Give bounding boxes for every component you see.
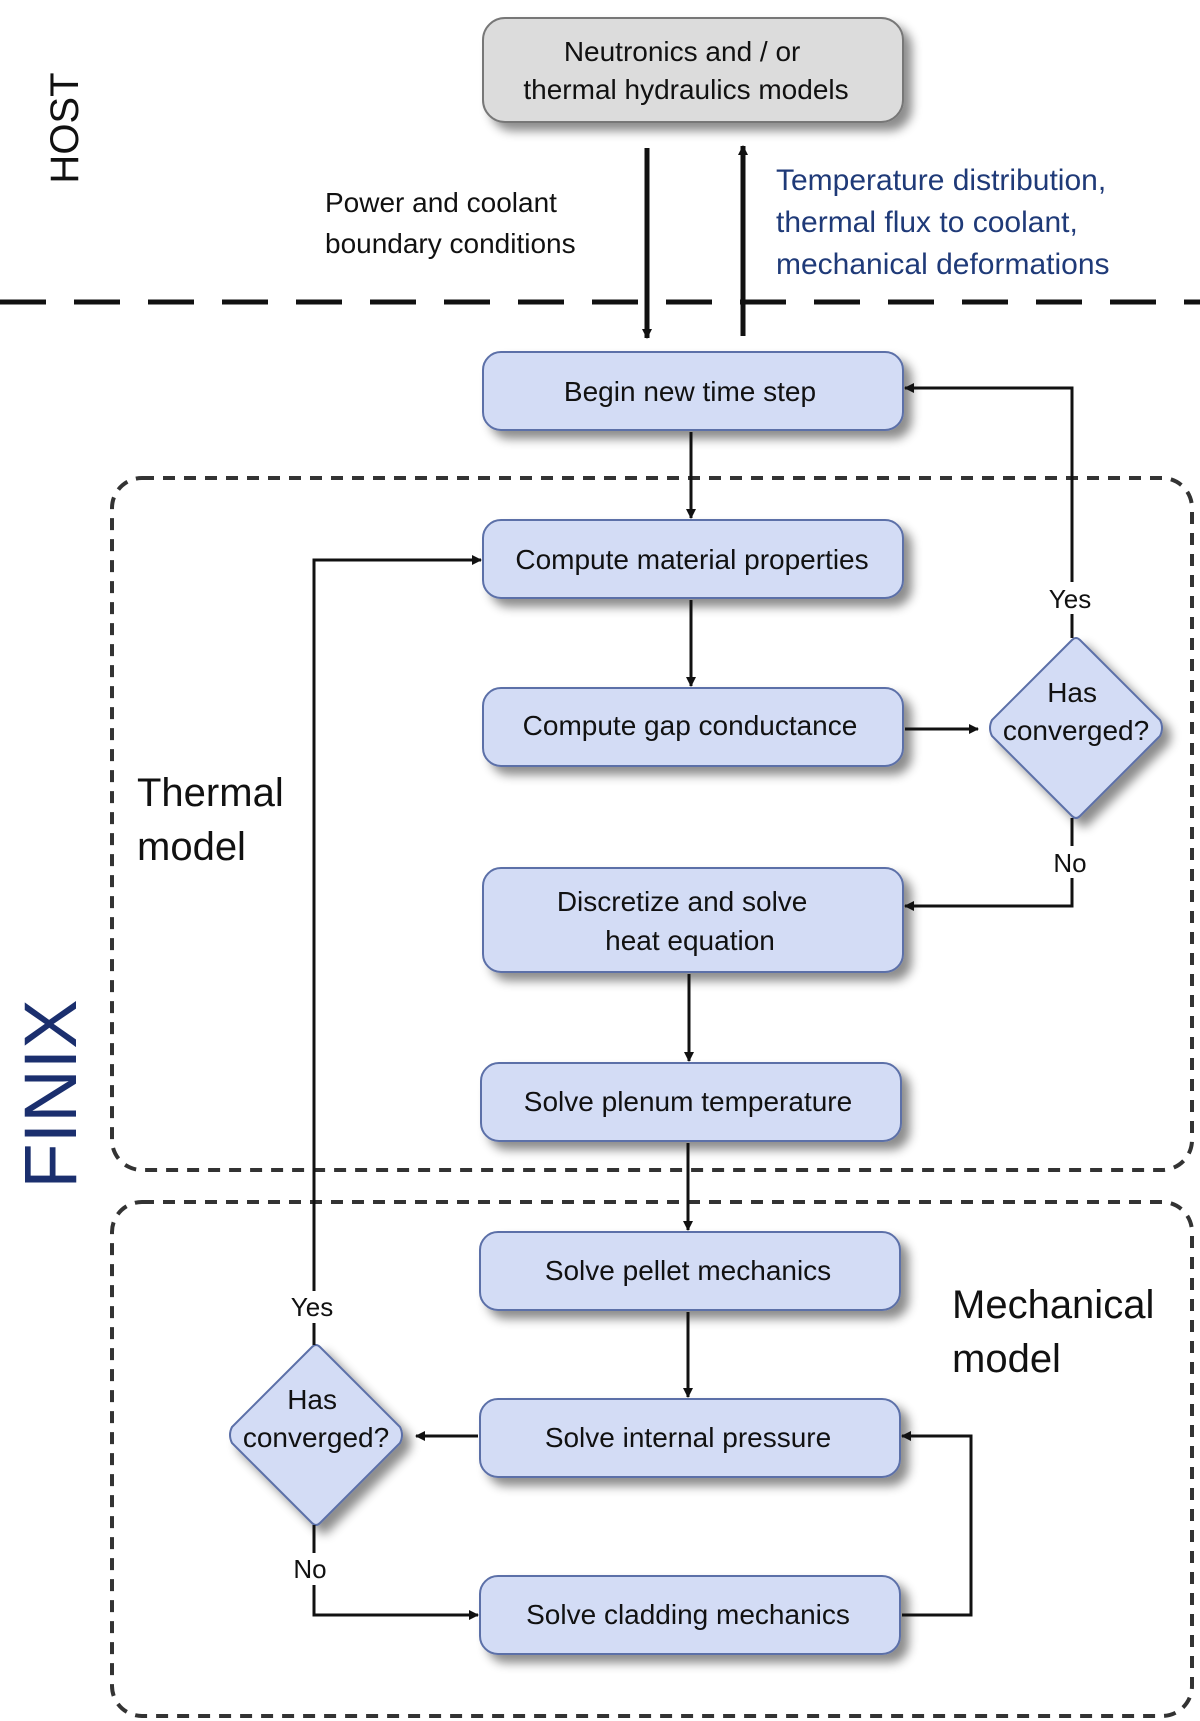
step-solve-cladding-mechanics: Solve cladding mechanics <box>479 1575 901 1655</box>
step-discretize-heat-equation: Discretize and solve heat equation <box>482 867 904 973</box>
host-model-box-line2: thermal hydraulics models <box>523 74 848 105</box>
mechanical-yes-backing <box>282 1291 342 1323</box>
step-solve-internal-pressure: Solve internal pressure <box>479 1398 901 1478</box>
step-begin-new-time-step: Begin new time step <box>482 351 904 431</box>
finix-label: FINIX <box>9 999 92 1188</box>
step-pressure-label: Solve internal pressure <box>545 1422 831 1453</box>
mechanical-no-label: No <box>293 1554 326 1584</box>
thermal-yes-backing <box>1041 582 1101 614</box>
step-compute-gap-conductance: Compute gap conductance <box>482 687 904 767</box>
thermal-decision-label: Has converged? <box>1003 677 1149 746</box>
arrow-mechanical-yes-to-material <box>312 555 482 1345</box>
step-heat-label: Discretize and solve heat equation <box>557 886 815 956</box>
host-up-label: Temperature distribution, thermal flux t… <box>776 164 1115 281</box>
host-down-label-line1: Power and coolant <box>325 187 557 218</box>
mechanical-decision-label: Has converged? <box>243 1384 389 1453</box>
mechanical-yes-label: Yes <box>291 1292 333 1322</box>
thermal-no-label: No <box>1053 848 1086 878</box>
arrow-thermal-yes-to-begin <box>904 383 1074 638</box>
thermal-yes-label: Yes <box>1049 584 1091 614</box>
arrow-thermal-no-to-heat <box>904 818 1074 911</box>
step-solve-pellet-mechanics: Solve pellet mechanics <box>479 1231 901 1311</box>
mechanical-decision-line1: Has <box>287 1384 337 1415</box>
host-up-label-line1: Temperature distribution, <box>776 164 1106 197</box>
mechanical-model-label: Mechanical model <box>952 1283 1165 1381</box>
mechanical-model-region <box>110 1200 1194 1718</box>
thermal-convergence-decision: Has converged? <box>989 637 1163 819</box>
thermal-model-label: Thermal model <box>137 771 295 869</box>
step-plenum-label: Solve plenum temperature <box>524 1086 852 1117</box>
step-material-label: Compute material properties <box>515 544 868 575</box>
host-label: HOST <box>43 72 87 183</box>
arrow-mechanical-no-to-cladding <box>312 1525 479 1620</box>
host-down-label-line2: boundary conditions <box>325 228 576 259</box>
host-model-box <box>482 17 904 123</box>
arrow-cladding-to-pressure <box>901 1431 973 1617</box>
mechanical-no-backing <box>288 1553 332 1585</box>
thermal-no-backing <box>1050 846 1094 878</box>
step-begin-label: Begin new time step <box>564 376 816 407</box>
thermal-model-label-line1: Thermal <box>137 771 284 815</box>
step-heat-label-line1: Discretize and solve <box>557 886 808 917</box>
host-up-label-line2: thermal flux to coolant, <box>776 206 1078 239</box>
mechanical-decision-line2: converged? <box>243 1422 389 1453</box>
thermal-decision-line1: Has <box>1047 677 1097 708</box>
host-down-label: Power and coolant boundary conditions <box>325 187 576 259</box>
host-up-label-line3: mechanical deformations <box>776 248 1110 281</box>
step-heat-label-line2: heat equation <box>605 925 775 956</box>
mechanical-model-label-line1: Mechanical <box>952 1283 1154 1327</box>
step-compute-material-properties: Compute material properties <box>482 519 904 599</box>
thermal-model-region <box>110 476 1194 1172</box>
step-pellet-label: Solve pellet mechanics <box>545 1255 831 1286</box>
thermal-decision-line2: converged? <box>1003 715 1149 746</box>
host-model-box-line1: Neutronics and / or <box>564 36 801 67</box>
step-solve-plenum-temperature: Solve plenum temperature <box>480 1062 902 1142</box>
step-cladding-label: Solve cladding mechanics <box>526 1599 850 1630</box>
host-model-box-label: Neutronics and / or thermal hydraulics m… <box>523 36 848 105</box>
thermal-model-label-line2: model <box>137 825 246 869</box>
mechanical-convergence-decision: Has converged? <box>229 1344 403 1526</box>
mechanical-model-label-line2: model <box>952 1337 1061 1381</box>
step-gap-label: Compute gap conductance <box>523 710 858 741</box>
